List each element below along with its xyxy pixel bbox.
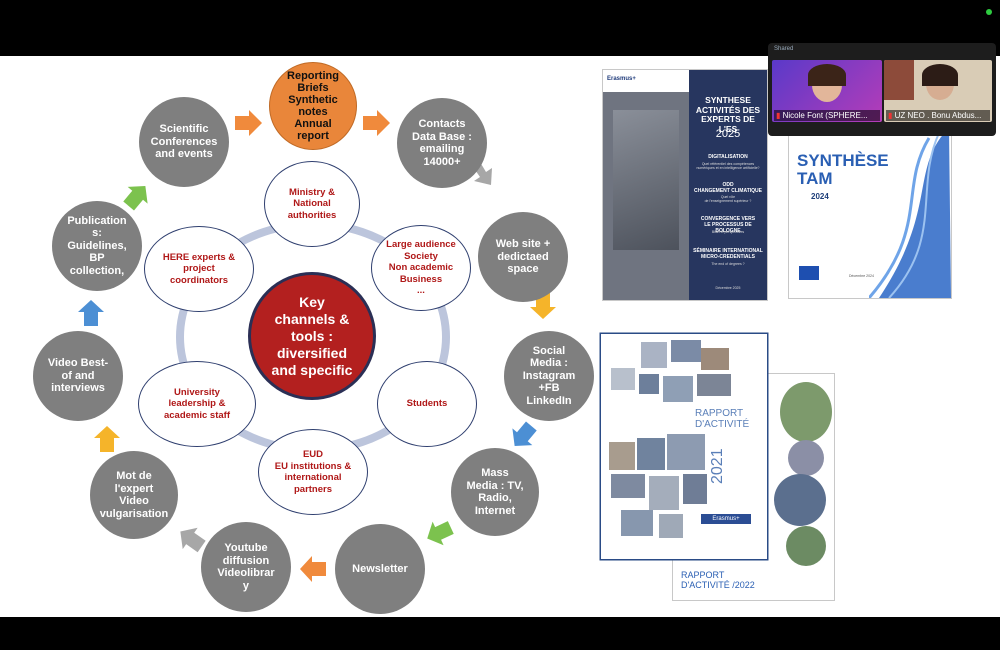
doc-section-2: ODD CHANGEMENT CLIMATIQUE — [694, 182, 762, 194]
participant-name: ▮ Nicole Font (SPHERE... — [774, 110, 880, 121]
participant-tile-2[interactable]: ▮ UZ NEO . Bonu Abdus... — [884, 60, 992, 122]
arrow-icon — [78, 300, 104, 326]
arrow-icon — [235, 110, 262, 136]
participant-hair — [808, 64, 846, 86]
doc-section-1-sub: Quel référentiel des compétences numériq… — [696, 162, 760, 170]
arrow-icon — [180, 527, 206, 553]
channel-contacts-database: Contacts Data Base : emailing 14000+ — [397, 98, 487, 188]
audience-eu-institutions: EUD EU institutions & international part… — [258, 429, 368, 515]
mic-muted-icon: ▮ — [776, 111, 783, 120]
audience-university-leadership: University leadership & academic staff — [138, 361, 256, 447]
photo-collage-circles — [768, 382, 832, 582]
video-call-panel[interactable]: Shared ▮ Nicole Font (SPHERE... ▮ UZ NEO… — [768, 43, 996, 136]
mic-muted-icon: ▮ — [888, 111, 895, 120]
doc-photo: Erasmus+ — [603, 70, 689, 300]
doc-date: Décembre 2025 — [715, 286, 741, 290]
channel-mass-media: Mass Media : TV, Radio, Internet — [451, 448, 539, 536]
status-dot-icon — [986, 9, 992, 15]
reporting-circle: Reporting Briefs Synthetic notes Annual … — [269, 62, 357, 150]
arrow-icon — [123, 186, 148, 211]
erasmus-logo: Erasmus+ — [607, 76, 636, 82]
doc-section-3: CONVERGENCE VERS LE PROCESSUS DE BOLOGNE — [700, 216, 756, 234]
rapport-2021-title: RAPPORT D'ACTIVITÉ — [695, 408, 750, 430]
rapport-2022-title: RAPPORT D'ACTIVITÉ /2022 — [681, 570, 755, 590]
rapport-2021-year: 2021 — [709, 448, 726, 484]
doc-section-1: DIGITALISATION — [708, 154, 748, 160]
audience-ministry: Ministry & National authorities — [264, 161, 360, 247]
arrow-icon — [427, 521, 454, 546]
doc-section-4: SÉMINAIRE INTERNATIONAL MICRO-CREDENTIAL… — [693, 248, 763, 260]
doc-section-2-sub: Quel rôle de l'enseignement supérieur ? — [704, 195, 752, 203]
audience-large-audience: Large audience Society Non academic Busi… — [371, 225, 471, 311]
doc-cover-panel: SYNTHESE ACTIVITÉS DES EXPERTS DE L'ES 2… — [689, 70, 767, 300]
channel-scientific-conferences: Scientific Conferences and events — [139, 97, 229, 187]
wave-graphic — [869, 128, 951, 298]
doc-year: 2025 — [715, 128, 741, 140]
channel-mot-de-l-expert: Mot de l'expert Video vulgarisation — [90, 451, 178, 539]
channel-web-site: Web site + dedictaed space — [478, 212, 568, 302]
arrow-icon — [363, 110, 390, 136]
channel-publications: Publication s: Guidelines, BP collection… — [52, 201, 142, 291]
doc-section-3-sub: Bilan et perspectives — [711, 230, 745, 234]
channel-youtube: Youtube diffusion Videolibrar y — [201, 522, 291, 612]
doc-title: SYNTHESE ACTIVITÉS DES EXPERTS DE L'ES — [695, 95, 761, 134]
channel-newsletter: Newsletter — [335, 524, 425, 614]
eu-flag-icon — [799, 266, 819, 280]
arrow-icon — [300, 556, 326, 582]
doc-section-4-sub: The end of degrees ? — [711, 262, 745, 266]
video-call-label: Shared — [774, 46, 794, 52]
channel-video-best-of: Video Best- of and interviews — [33, 331, 123, 421]
tam-year: 2024 — [811, 192, 829, 201]
channel-social-media: Social Media : Instagram +FB LinkedIn — [504, 331, 594, 421]
participant-tile-1[interactable]: ▮ Nicole Font (SPHERE... — [772, 60, 882, 122]
shared-slide: Reporting Briefs Synthetic notes Annual … — [0, 56, 1000, 617]
arrow-icon — [512, 421, 537, 446]
doc-synthese-2025: Erasmus+ SYNTHESE ACTIVITÉS DES EXPERTS … — [603, 70, 767, 300]
doc-synthese-tam-2024: SYNTHÈSE TAM 2024 Décembre 2024 — [789, 118, 951, 298]
participant-name: ▮ UZ NEO . Bonu Abdus... — [886, 110, 990, 121]
audience-here-experts: HERE experts & project coordinators — [144, 226, 254, 312]
doc-rapport-2021: RAPPORT D'ACTIVITÉ 2021 Erasmus+ — [601, 334, 767, 559]
key-channels-center: Key channels & tools : diversified and s… — [248, 272, 376, 400]
participant-hair — [922, 64, 958, 86]
audience-students: Students — [377, 361, 477, 447]
tam-title: SYNTHÈSE TAM — [797, 151, 889, 188]
tam-date: Décembre 2024 — [849, 274, 874, 278]
arrow-icon — [94, 426, 120, 452]
erasmus-logo: Erasmus+ — [701, 514, 751, 524]
